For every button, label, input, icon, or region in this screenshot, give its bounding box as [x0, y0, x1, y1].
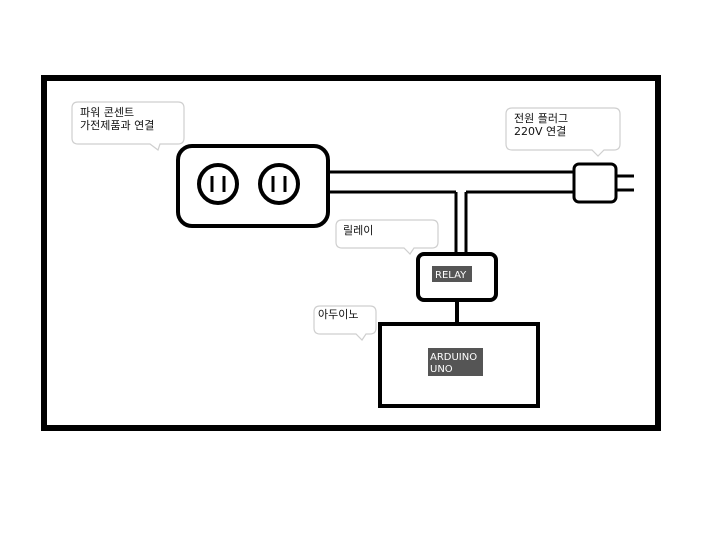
arduino-board: ARDUINO UNO — [378, 322, 540, 408]
power-plug — [572, 162, 634, 204]
relay-module: RELAY — [416, 252, 498, 302]
callout-relay-line1: 릴레이 — [343, 224, 373, 237]
callout-plug-line1: 전원 플러그 — [514, 112, 568, 125]
callout-bubble — [335, 219, 439, 255]
callout-arduino: 아두이노 — [313, 305, 377, 341]
relay-label: RELAY — [435, 270, 467, 281]
arduino-label-line1: ARDUINO — [430, 352, 477, 363]
power-cable — [328, 170, 574, 255]
callout-plug-line2: 220V 연결 — [514, 125, 566, 138]
relay-label-bg — [432, 266, 472, 282]
callout-bubble — [313, 305, 377, 341]
callout-plug: 전원 플러그 220V 연결 — [505, 107, 621, 157]
plug-body — [572, 162, 618, 204]
callout-bubble — [505, 107, 621, 157]
power-strip — [176, 144, 330, 228]
diagram-frame — [41, 75, 661, 431]
outlet-left-icon — [197, 163, 239, 205]
callout-relay: 릴레이 — [335, 219, 439, 255]
callout-power-strip-line2: 가전제품과 연결 — [80, 119, 154, 132]
callout-bubble — [71, 101, 185, 151]
callout-power-strip: 파워 콘센트 가전제품과 연결 — [71, 101, 185, 151]
callout-arduino-line1: 아두이노 — [318, 308, 358, 321]
arduino-label-bg — [428, 348, 483, 376]
arduino-label-line2: UNO — [430, 364, 453, 375]
callout-power-strip-line1: 파워 콘센트 — [80, 106, 134, 119]
outlet-right-icon — [258, 163, 300, 205]
arduino-body — [378, 322, 540, 408]
